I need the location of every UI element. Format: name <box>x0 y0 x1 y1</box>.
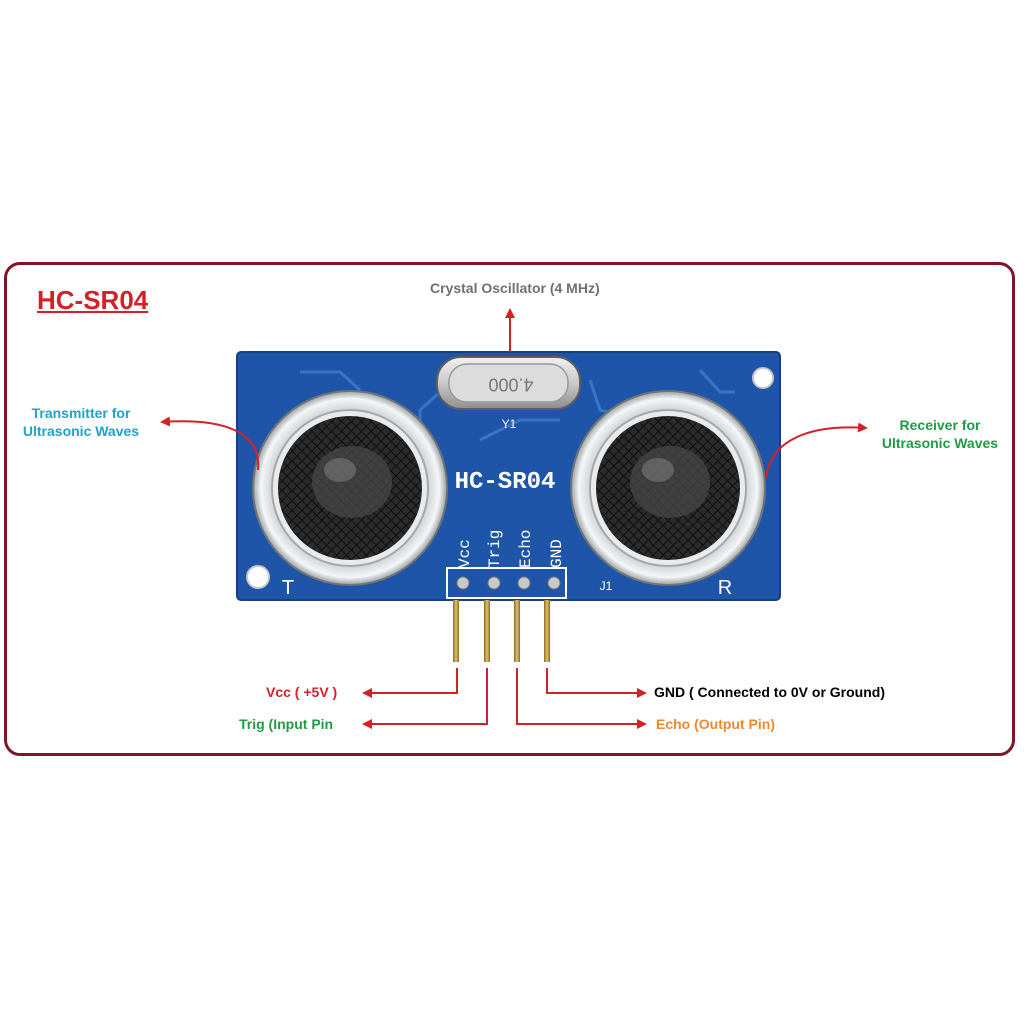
diagram-title: HC-SR04 <box>37 285 149 315</box>
gnd-arrow <box>546 668 647 698</box>
receiver-callout-line1: Receiver for <box>899 417 981 433</box>
vcc-callout: Vcc ( +5V ) <box>266 684 338 700</box>
transmitter-arrow <box>160 416 260 471</box>
header-pins <box>453 576 561 662</box>
pin-label-vcc: Vcc <box>456 539 474 568</box>
connector-ref-label: J1 <box>600 579 613 593</box>
receiver-callout: Receiver for Ultrasonic Waves <box>870 416 1010 452</box>
receiver-callout-line2: Ultrasonic Waves <box>881 435 999 451</box>
gnd-callout: GND ( Connected to 0V or Ground) <box>654 684 885 700</box>
silkscreen-model: HC-SR04 <box>455 469 556 496</box>
crystal-ref-label: Y1 <box>502 417 517 431</box>
diagram-frame <box>4 262 1015 756</box>
receiver-arrow <box>765 422 868 479</box>
transmitter-callout-line1: Transmitter for <box>31 405 131 421</box>
echo-arrow <box>516 668 647 729</box>
trig-callout: Trig (Input Pin <box>239 716 334 732</box>
pin-header-outline <box>446 567 567 599</box>
crystal-marking: 4.000 <box>488 374 533 394</box>
echo-callout: Echo (Output Pin) <box>656 716 775 732</box>
vcc-arrow <box>362 668 458 698</box>
transmitter-callout: Transmitter for Ultrasonic Waves <box>12 404 150 440</box>
trig-arrow <box>362 668 488 729</box>
pin-label-echo: Echo <box>517 530 535 568</box>
transmitter-transducer <box>252 390 448 586</box>
pin-label-trig: Trig <box>486 530 504 568</box>
transducer-mark-t: T <box>282 577 294 599</box>
transducer-mark-r: R <box>718 577 732 599</box>
receiver-transducer <box>570 390 766 586</box>
mounting-hole-icon <box>752 367 774 389</box>
pin-label-gnd: GND <box>548 539 566 568</box>
transmitter-callout-line2: Ultrasonic Waves <box>22 423 140 439</box>
crystal-oscillator: 4.000 Y1 <box>436 356 581 431</box>
mounting-hole-icon <box>246 565 270 589</box>
crystal-callout: Crystal Oscillator (4 MHz) <box>430 280 600 296</box>
